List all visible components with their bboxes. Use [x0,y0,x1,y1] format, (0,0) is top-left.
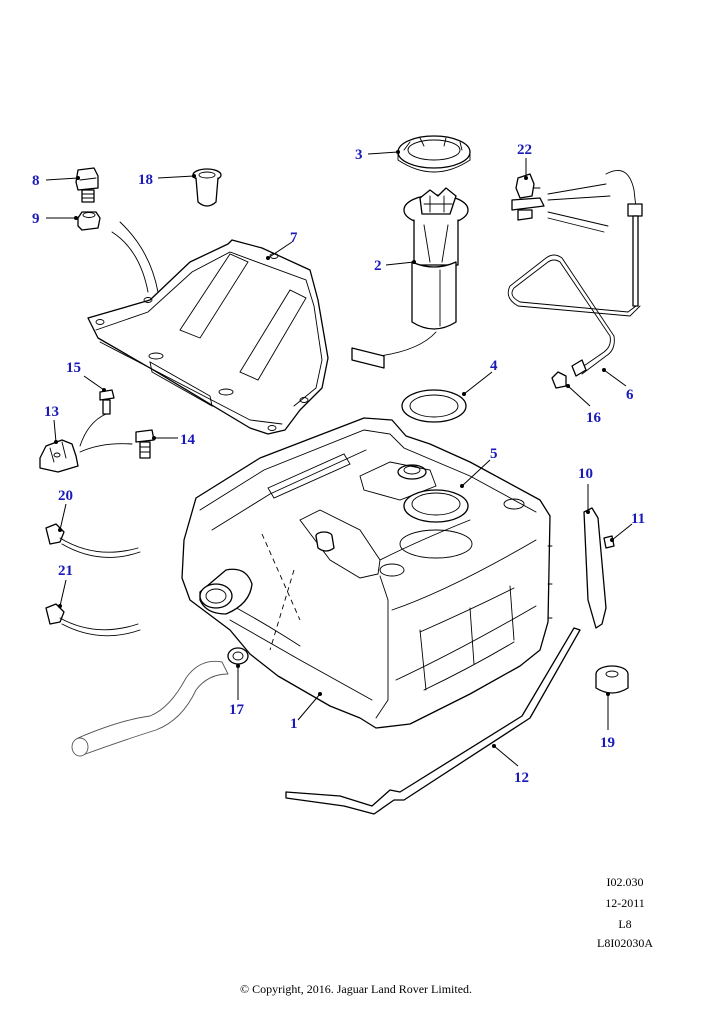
dashed-alignment-line [261,533,301,621]
seal-part-4 [401,389,467,423]
spread-lines-22 [547,183,611,233]
curve-leader-9 [111,231,149,293]
callout-17: 17 [229,702,245,718]
grommet-part-18 [192,168,222,207]
curve-leader-13b [79,443,133,453]
callout-6: 6 [626,387,634,403]
bracket-part-13 [39,439,79,473]
callout-12: 12 [514,770,529,786]
valve-part-22 [511,173,545,221]
curve-leader-9b [119,221,159,293]
hose-clip-part-17 [227,647,249,665]
callout-20: 20 [58,488,73,504]
callout-7: 7 [290,230,298,246]
strap-part-10 [583,507,607,629]
clip-part-11 [603,535,615,549]
filler-hose [71,660,229,757]
leader-lines [45,150,633,767]
callout-9: 9 [32,211,40,227]
sealing-ring-part-3 [397,135,471,173]
reference-line: L8 [618,917,632,931]
curve-leader-13a [79,413,107,447]
reference-code: I02.030 [606,875,644,889]
callout-4: 4 [490,358,498,374]
callout-16: 16 [586,410,602,426]
callout-11: 11 [631,511,645,527]
breather-pipe-part-6 [507,170,643,377]
rubber-mount-part-19 [595,665,629,694]
reference-date: 12-2011 [605,896,645,910]
callout-13: 13 [44,404,59,420]
nut-part-9 [77,211,101,231]
callout-2: 2 [374,258,382,274]
callout-21: 21 [58,563,73,579]
callout-5: 5 [490,446,498,462]
bolt-part-14 [135,429,155,459]
copyright-notice: © Copyright, 2016. Jaguar Land Rover Lim… [239,982,473,996]
reference-id: L8I02030A [597,936,653,950]
fuel-pump-part-2 [351,187,469,369]
fuel-tank-part-1 [181,417,553,729]
callout-10: 10 [578,466,593,482]
callout-18: 18 [138,172,153,188]
callout-8: 8 [32,173,40,189]
shield-plate-part-7 [87,239,329,435]
bolt-part-8 [75,167,99,203]
callout-22: 22 [517,142,532,158]
callout-19: 19 [600,735,615,751]
callout-3: 3 [355,147,363,163]
cable-tie-part-21 [45,603,141,637]
clip-part-16 [551,371,567,389]
tank-strap-part-12 [285,627,581,815]
callout-15: 15 [66,360,81,376]
callout-14: 14 [180,432,196,448]
callout-1: 1 [290,716,298,732]
bolt-part-15 [99,389,115,415]
dashed-alignment-line-2 [269,569,295,651]
